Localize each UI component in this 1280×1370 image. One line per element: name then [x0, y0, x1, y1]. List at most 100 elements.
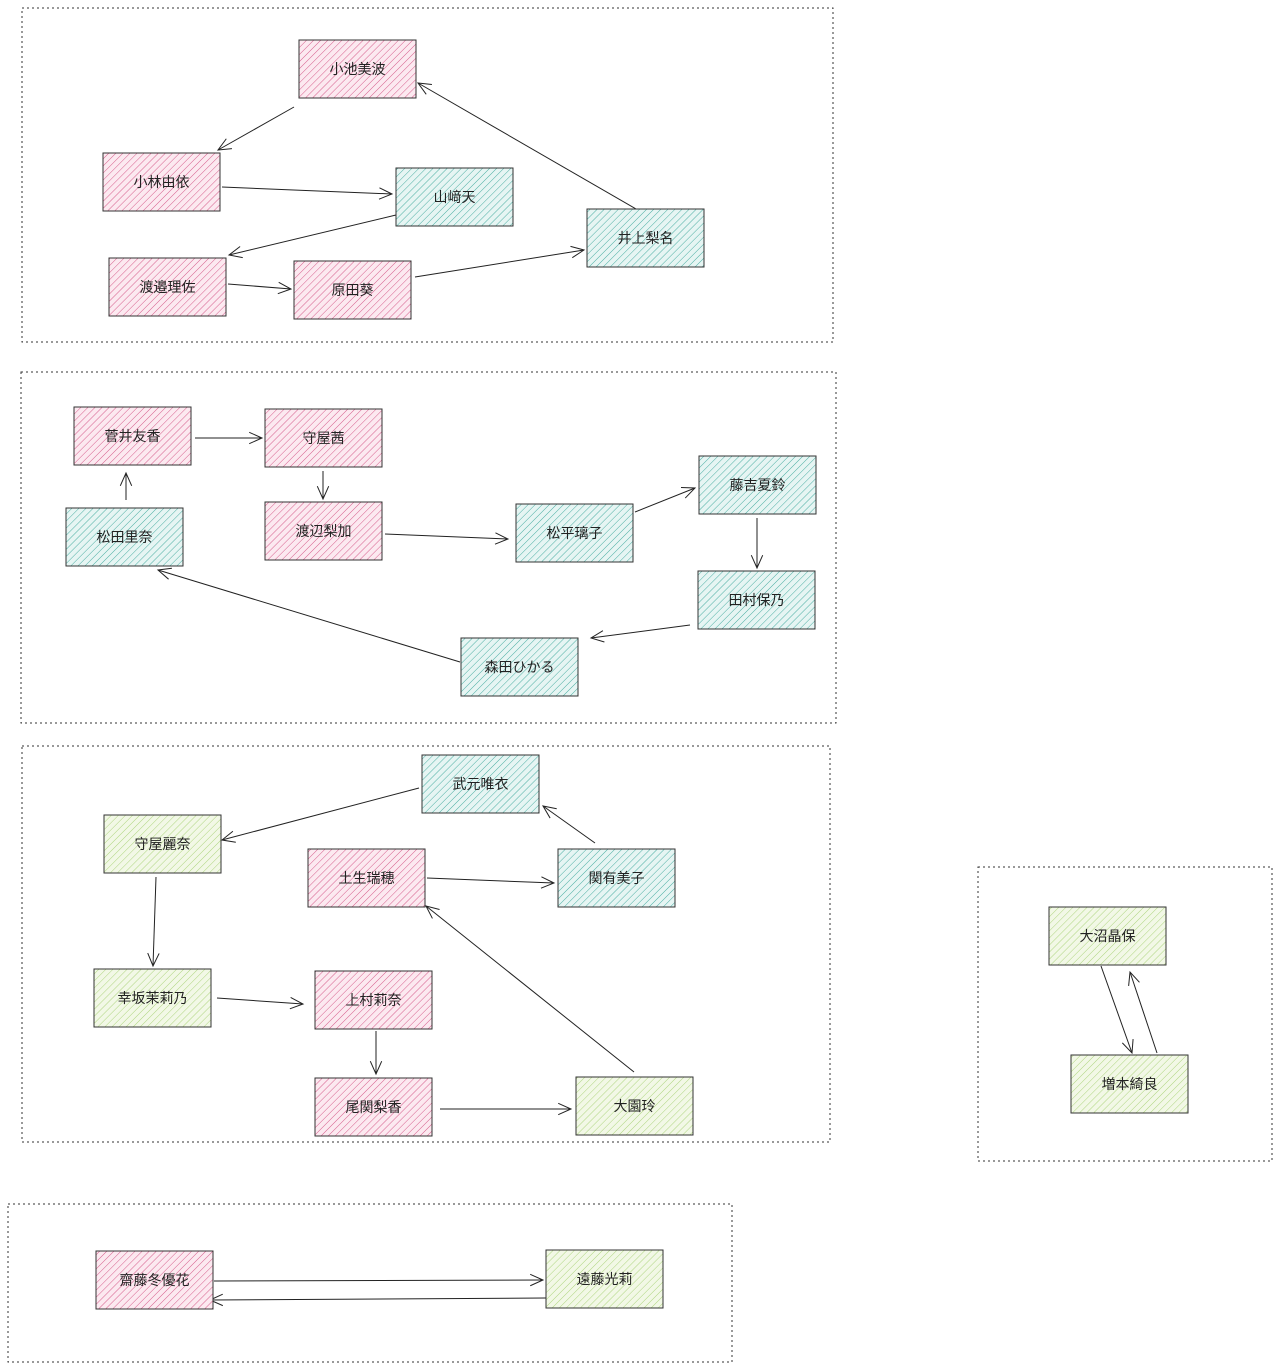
edge-fujiyoshi-to-tamura — [750, 518, 764, 570]
node-label: 齋藤冬優花 — [120, 1272, 190, 1289]
node-label: 大園玲 — [614, 1099, 656, 1115]
node-box — [421, 754, 540, 814]
node-masumoto[interactable]: 増本綺良 — [1070, 1054, 1189, 1114]
edge-kobayashi-to-yamasaki — [221, 186, 394, 200]
group-1 — [21, 7, 834, 343]
node-ozono[interactable]: 大園玲 — [575, 1076, 694, 1136]
arrowhead-icon — [540, 876, 556, 889]
node-box — [545, 1249, 664, 1309]
node-box — [314, 1077, 433, 1137]
node-box — [586, 208, 705, 268]
arrowhead-icon — [542, 805, 557, 819]
node-box — [93, 968, 212, 1028]
arrowhead-icon — [156, 567, 172, 580]
node-label: 小林由依 — [134, 175, 190, 191]
edge-endo-to-saito — [208, 1293, 547, 1307]
node-matsudaira[interactable]: 松平璃子 — [515, 503, 634, 563]
edge-saito-to-endo — [213, 1273, 545, 1287]
node-label: 小池美波 — [330, 62, 386, 78]
node-sugai[interactable]: 菅井友香 — [73, 406, 192, 466]
node-fujiyoshi[interactable]: 藤吉夏鈴 — [698, 455, 817, 515]
node-label: 尾関梨香 — [346, 1100, 402, 1116]
arrowhead-icon — [529, 1273, 545, 1287]
node-matsuda[interactable]: 松田里奈 — [65, 507, 184, 567]
node-box — [73, 406, 192, 466]
arrowhead-icon — [1128, 970, 1140, 986]
node-kousaka[interactable]: 幸坂茉莉乃 — [93, 968, 212, 1028]
node-inoue[interactable]: 井上梨名 — [586, 208, 705, 268]
node-seki[interactable]: 関有美子 — [557, 848, 676, 908]
node-box — [65, 507, 184, 567]
node-label: 守屋茜 — [303, 431, 345, 447]
arrowhead-icon — [216, 138, 232, 151]
arrowhead-icon — [249, 431, 264, 445]
edge-kousaka-to-uemura — [216, 996, 305, 1010]
node-box — [95, 1250, 214, 1310]
node-saito[interactable]: 齋藤冬優花 — [95, 1250, 214, 1310]
node-label: 渡辺梨加 — [296, 524, 352, 540]
node-morita[interactable]: 森田ひかる — [460, 637, 579, 697]
node-label: 森田ひかる — [485, 660, 555, 676]
arrowhead-icon — [147, 952, 160, 968]
node-yamasaki[interactable]: 山﨑天 — [395, 167, 514, 227]
node-box — [575, 1076, 694, 1136]
node-watanabe_risa[interactable]: 渡邉理佐 — [108, 257, 227, 317]
node-label: 渡邉理佐 — [140, 280, 196, 296]
node-label: 松平璃子 — [547, 525, 603, 542]
arrowhead-icon — [227, 246, 243, 259]
edge-morita-to-matsuda — [156, 567, 461, 663]
edge-takemoto-to-moriya_rena — [220, 787, 420, 843]
node-harada[interactable]: 原田葵 — [293, 260, 412, 320]
edge-onuma-to-masumoto — [1100, 965, 1134, 1055]
node-koike[interactable]: 小池美波 — [298, 39, 417, 99]
arrowhead-icon — [316, 486, 330, 501]
node-label: 遠藤光莉 — [577, 1272, 633, 1288]
edges-layer — [119, 82, 1158, 1307]
arrowhead-icon — [1121, 1039, 1134, 1055]
arrowhead-icon — [750, 555, 764, 570]
node-label: 上村莉奈 — [346, 993, 402, 1009]
node-onuma[interactable]: 大沼晶保 — [1048, 906, 1167, 966]
node-label: 土生瑞穂 — [339, 871, 395, 887]
node-watanabe_rika[interactable]: 渡辺梨加 — [264, 501, 383, 561]
arrowhead-icon — [289, 996, 305, 1010]
arrowhead-icon — [119, 471, 133, 486]
node-uemura[interactable]: 上村莉奈 — [314, 970, 433, 1030]
edge-watanabe_rika-to-matsudaira — [384, 532, 510, 545]
group-4 — [977, 866, 1273, 1162]
node-box — [264, 408, 383, 468]
edge-watanabe_risa-to-harada — [227, 281, 293, 295]
node-label: 関有美子 — [589, 871, 645, 887]
edge-koike-to-kobayashi — [216, 106, 295, 151]
edge-seki-to-takemoto — [542, 805, 596, 844]
arrowhead-icon — [378, 187, 394, 200]
node-takemoto[interactable]: 武元唯衣 — [421, 754, 540, 814]
node-box — [293, 260, 412, 320]
node-box — [102, 152, 221, 212]
node-tamura[interactable]: 田村保乃 — [697, 570, 816, 630]
node-ozeki[interactable]: 尾関梨香 — [314, 1077, 433, 1137]
node-label: 松田里奈 — [97, 530, 153, 546]
arrowhead-icon — [425, 905, 440, 919]
node-label: 幸坂茉莉乃 — [118, 990, 188, 1007]
node-box — [697, 570, 816, 630]
node-box — [314, 970, 433, 1030]
node-box — [264, 501, 383, 561]
edge-habu-to-seki — [426, 876, 556, 889]
edge-yamasaki-to-watanabe_risa — [227, 214, 397, 259]
edge-harada-to-inoue — [414, 245, 586, 278]
node-label: 山﨑天 — [434, 190, 476, 206]
node-moriya_akane[interactable]: 守屋茜 — [264, 408, 383, 468]
node-kobayashi[interactable]: 小林由依 — [102, 152, 221, 212]
group-5 — [7, 1203, 733, 1363]
node-habu[interactable]: 土生瑞穂 — [307, 848, 426, 908]
node-box — [307, 848, 426, 908]
node-moriya_rena[interactable]: 守屋麗奈 — [103, 814, 222, 874]
node-box — [698, 455, 817, 515]
node-box — [1070, 1054, 1189, 1114]
node-label: 菅井友香 — [105, 429, 161, 445]
node-box — [515, 503, 634, 563]
node-endo[interactable]: 遠藤光莉 — [545, 1249, 664, 1309]
